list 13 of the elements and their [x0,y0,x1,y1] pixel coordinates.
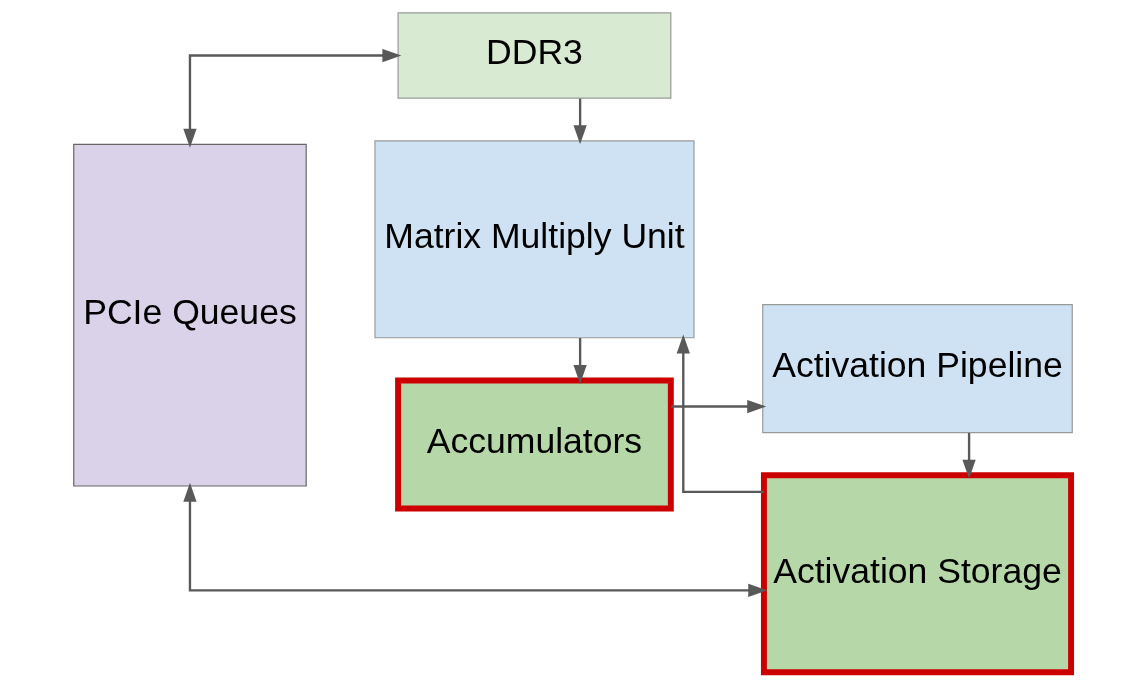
node-box: Activation Storage [760,472,1074,676]
arrow [676,334,764,494]
node-box: Matrix Multiply Unit [373,140,695,339]
arrow [572,98,587,145]
node-box: PCIe Queues [72,143,307,487]
arrow [182,482,767,597]
node-box: Accumulators [394,377,674,512]
node-box: DDR3 [397,12,671,99]
node-box: Activation Pipeline [761,303,1073,434]
arrow [572,338,587,384]
arrow [961,432,976,479]
arrow [182,48,401,148]
arrow [670,399,766,414]
